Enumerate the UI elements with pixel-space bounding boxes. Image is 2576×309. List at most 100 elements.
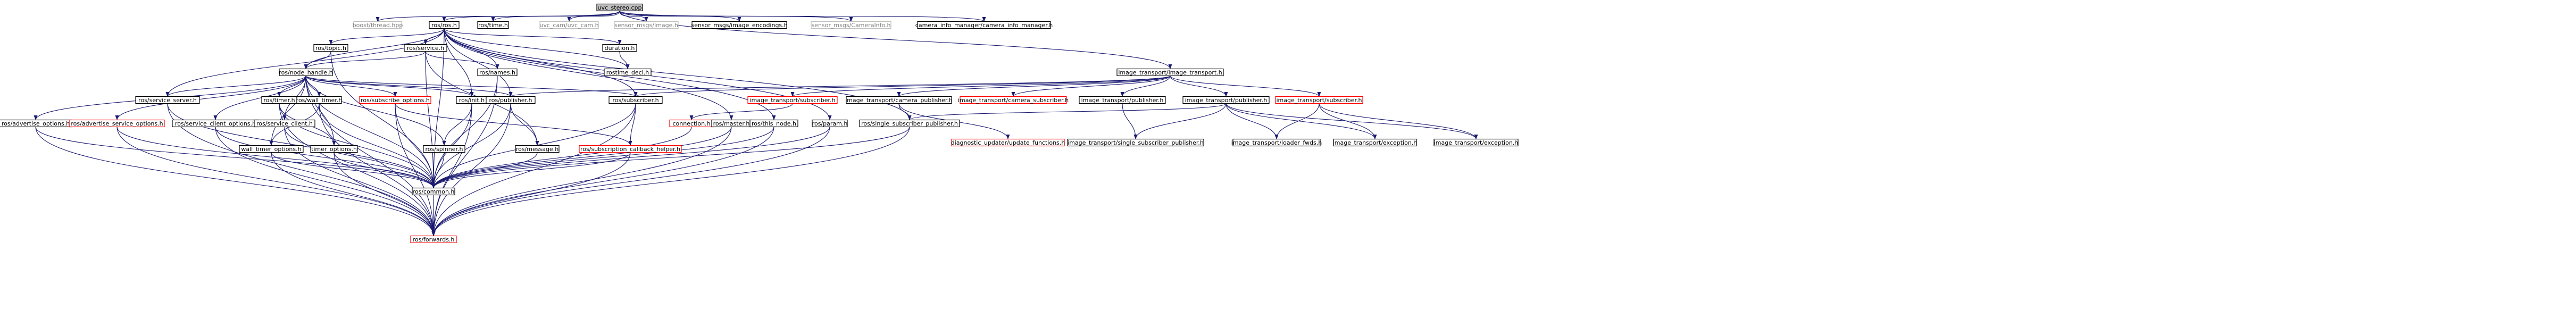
- node-box: [254, 119, 315, 128]
- node-label: ros/forwards.h: [413, 236, 455, 243]
- node-label: ros/init.h: [459, 97, 485, 104]
- node-diag-update-functions[interactable]: diagnostic_updater/update_functions.h: [951, 138, 1065, 147]
- edge-uvc_stereo-to-uvc_cam: [567, 11, 620, 22]
- node-it-subscriber-a[interactable]: image_transport/subscriber.h: [747, 96, 838, 104]
- node-label: wall_timer_options.h: [241, 146, 301, 153]
- node-ros-timer[interactable]: ros/timer.h: [261, 96, 297, 104]
- node-ros-names[interactable]: ros/names.h: [477, 68, 518, 77]
- node-ros-init[interactable]: ros/init.h: [456, 96, 488, 104]
- edge-ros_node_handle-to-ros_subscribe_options: [305, 76, 397, 97]
- node-label: image_transport/single_subscriber_publis…: [1068, 139, 1204, 146]
- node-rostime-decl[interactable]: rostime_decl.h: [604, 68, 652, 77]
- node-label: image_transport/exception.h: [1434, 139, 1519, 146]
- edge-image_transport-to-it_subscriber_b: [1170, 76, 1321, 97]
- node-connection[interactable]: connection.h: [669, 119, 714, 128]
- node-ros-spinner[interactable]: ros/spinner.h: [423, 145, 465, 153]
- node-box: [239, 145, 304, 153]
- node-box: [486, 96, 536, 104]
- node-caminfo-mgr[interactable]: camera_info_manager/camera_info_manager.…: [915, 21, 1053, 29]
- edge-ros_service_client_options-to-ros_common: [215, 127, 436, 188]
- node-sensor-caminfo[interactable]: sensor_msgs/CameraInfo.h: [811, 21, 891, 29]
- node-label: boost/thread.hpp: [353, 22, 403, 29]
- node-ros-subscribe-options[interactable]: ros/subscribe_options.h: [359, 96, 431, 104]
- edge-wall_timer_options-to-ros_forwards: [271, 152, 436, 236]
- node-ros-forwards[interactable]: ros/forwards.h: [410, 235, 457, 244]
- edge-ros_node_handle-to-ros_publisher: [305, 76, 513, 97]
- node-label: ros/advertise_options.h: [2, 120, 70, 127]
- node-box: [747, 96, 838, 104]
- node-label: uvc_stereo.cpp: [598, 4, 642, 11]
- node-label: timer_options.h: [311, 146, 357, 153]
- node-it-publisher-a[interactable]: image_transport/publisher.h: [1079, 96, 1166, 104]
- edge-ros_node_handle-to-ros_forwards: [305, 76, 436, 236]
- node-it-loader-fwds[interactable]: image_transport/loader_fwds.h: [1231, 138, 1322, 147]
- node-ros-single-sub-pub[interactable]: ros/single_subscriber_publisher.h: [859, 119, 960, 128]
- node-ros-ros[interactable]: ros/ros.h: [429, 21, 460, 29]
- node-it-exception-b[interactable]: image_transport/exception.h: [1433, 138, 1519, 147]
- node-box: [477, 21, 509, 29]
- node-label: ros/spinner.h: [426, 146, 463, 153]
- node-uvc-cam[interactable]: uvc_cam/uvc_cam.h: [539, 21, 599, 29]
- node-ros-service[interactable]: ros/service.h: [404, 44, 447, 52]
- node-label: image_transport/exception.h: [1333, 139, 1418, 146]
- edge-ros_ros-to-ros_subscriber: [444, 28, 638, 97]
- node-ros-this-node[interactable]: ros/this_node.h: [749, 119, 798, 128]
- node-label: ros/service_client.h: [256, 120, 313, 127]
- node-label: camera_info_manager/camera_info_manager.…: [915, 22, 1053, 29]
- node-label: image_transport/loader_fwds.h: [1231, 139, 1322, 146]
- edge-image_transport-to-it_subscriber_a: [790, 76, 1171, 97]
- node-label: duration.h: [605, 45, 635, 52]
- node-duration[interactable]: duration.h: [602, 44, 637, 52]
- node-box: [477, 68, 518, 77]
- node-it-publisher-b[interactable]: image_transport/publisher.h: [1182, 96, 1270, 104]
- node-ros-service-client-options[interactable]: ros/service_client_options.h: [172, 119, 259, 128]
- node-ros-advertise-options[interactable]: ros/advertise_options.h: [0, 119, 72, 128]
- node-ros-advertise-service-options[interactable]: ros/advertise_service_options.h: [69, 119, 165, 128]
- edge-ros_subscribe_options-to-ros_sub_cb_helper: [395, 103, 632, 146]
- node-ros-subscriber[interactable]: ros/subscriber.h: [608, 96, 663, 104]
- node-ros-service-server[interactable]: ros/service_server.h: [135, 96, 200, 104]
- node-box: [951, 138, 1065, 147]
- node-ros-topic[interactable]: ros/topic.h: [313, 44, 348, 52]
- node-it-exception-a[interactable]: image_transport/exception.h: [1333, 138, 1418, 147]
- node-timer-options[interactable]: timer_options.h: [310, 145, 358, 153]
- node-ros-param[interactable]: ros/param.h: [812, 119, 848, 128]
- node-ros-message[interactable]: ros/message.h: [515, 145, 560, 153]
- node-box: [1116, 68, 1224, 77]
- node-boost-thread[interactable]: boost/thread.hpp: [353, 21, 403, 29]
- node-ros-master[interactable]: ros/master.h: [711, 119, 752, 128]
- node-it-camera-subscriber[interactable]: image_transport/camera_subscriber.h: [958, 96, 1069, 104]
- node-ros-sub-cb-helper[interactable]: ros/subscription_callback_helper.h: [579, 145, 682, 153]
- node-image-transport[interactable]: image_transport/image_transport.h: [1116, 68, 1224, 77]
- node-label: uvc_cam/uvc_cam.h: [539, 22, 598, 29]
- node-wall-timer-options[interactable]: wall_timer_options.h: [239, 145, 304, 153]
- node-box: [960, 96, 1067, 104]
- node-box: [515, 145, 560, 153]
- node-box: [608, 96, 663, 104]
- edge-ros_advertise_options-to-ros_common: [35, 127, 436, 188]
- node-sensor-image[interactable]: sensor_msgs/Image.h: [614, 21, 679, 29]
- node-ros-wall-timer[interactable]: ros/wall_timer.h: [296, 96, 343, 104]
- node-label: sensor_msgs/Image.h: [614, 22, 678, 29]
- edge-ros_init-to-ros_spinner: [442, 103, 472, 146]
- node-ros-publisher[interactable]: ros/publisher.h: [486, 96, 536, 104]
- node-box: [539, 21, 599, 29]
- node-ros-node-handle[interactable]: ros/node_handle.h: [279, 68, 333, 77]
- node-it-subscriber-b[interactable]: image_transport/subscriber.h: [1275, 96, 1363, 104]
- node-uvc-stereo[interactable]: uvc_stereo.cpp: [596, 3, 643, 12]
- node-ros-time[interactable]: ros/time.h: [477, 21, 509, 29]
- node-box: [917, 21, 1051, 29]
- node-label: image_transport/subscriber.h: [749, 97, 835, 104]
- node-it-camera-publisher[interactable]: image_transport/camera_publisher.h: [845, 96, 953, 104]
- edge-ros_wall_timer-to-ros_common: [319, 103, 436, 188]
- node-label: ros/common.h: [413, 188, 455, 195]
- edge-timer_options-to-ros_common: [334, 152, 436, 188]
- node-box: [404, 44, 447, 52]
- node-ros-common[interactable]: ros/common.h: [412, 187, 455, 196]
- node-it-single-sub-pub[interactable]: image_transport/single_subscriber_publis…: [1067, 138, 1204, 147]
- node-sensor-image-enc[interactable]: sensor_msgs/image_encodings.h: [691, 21, 788, 29]
- edge-ros_ros-to-rostime_decl: [444, 28, 630, 69]
- node-label: ros/master.h: [713, 120, 750, 127]
- node-ros-service-client[interactable]: ros/service_client.h: [254, 119, 315, 128]
- node-label: sensor_msgs/CameraInfo.h: [811, 22, 890, 29]
